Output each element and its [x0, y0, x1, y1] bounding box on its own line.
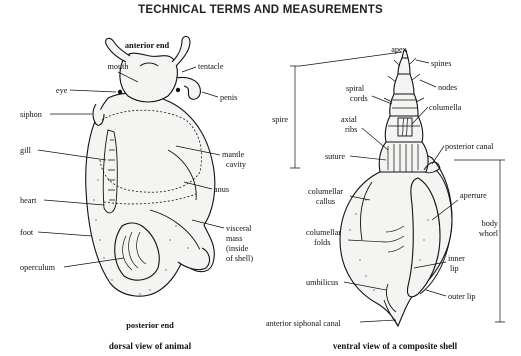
visceral-mass-label-3: (inside [226, 244, 249, 253]
anterior-siphonal-canal-label: anterior siphonal canal [266, 319, 341, 328]
dorsal-view-caption: dorsal view of animal [109, 341, 192, 351]
anterior-end-label: anterior end [125, 41, 170, 50]
columellar-callus-label-2: callus [316, 197, 335, 206]
suture-label: suture [325, 152, 345, 161]
columella-label: columella [429, 103, 462, 112]
nodes-label: nodes [438, 83, 457, 92]
umbilicus-label: umbilicus [306, 278, 338, 287]
spiral-cords-label-2: cords [350, 94, 368, 103]
penis-label: penis [220, 93, 237, 102]
mouth-label: mouth [108, 62, 129, 71]
spire-label: spire [272, 115, 288, 124]
posterior-end-label: posterior end [126, 321, 174, 330]
visceral-mass-label-1: visceral [226, 224, 252, 233]
anus-label: anus [214, 185, 229, 194]
posterior-canal-label: posterior canal [445, 142, 494, 151]
axial-ribs-label-2: ribs [345, 125, 357, 134]
columellar-folds-label-2: folds [314, 238, 330, 247]
body-whorl-label-1: body [482, 219, 499, 228]
operculum-label: operculum [20, 263, 56, 272]
mantle-cavity-label-2: cavity [226, 160, 247, 169]
gill-label: gill [20, 146, 32, 155]
columellar-folds-label-1: columellar [306, 228, 341, 237]
outer-lip-label: outer lip [448, 292, 476, 301]
tentacle-label: tentacle [198, 62, 224, 71]
heart-label: heart [20, 196, 37, 205]
ventral-view-caption: ventral view of a composite shell [333, 341, 458, 351]
spines-label: spines [431, 59, 451, 68]
axial-ribs-label-1: axial [341, 115, 358, 124]
columellar-callus-label-1: columellar [308, 187, 343, 196]
apex-label: apex [391, 45, 406, 54]
mantle-cavity-label-1: mantle [222, 150, 245, 159]
siphon-label: siphon [20, 110, 42, 119]
spiral-cords-label-1: spiral [346, 84, 365, 93]
aperture-label: aperture [460, 191, 487, 200]
inner-lip-label-1: inner [448, 254, 465, 263]
body-whorl-label-2: whorl [479, 229, 499, 238]
eye-label: eye [56, 86, 68, 95]
foot-label: foot [20, 228, 34, 237]
snail-animal-drawing [86, 36, 215, 296]
visceral-mass-label-4: of shell) [226, 254, 253, 263]
inner-lip-label-2: lip [450, 264, 459, 273]
visceral-mass-label-2: mass [226, 234, 242, 243]
